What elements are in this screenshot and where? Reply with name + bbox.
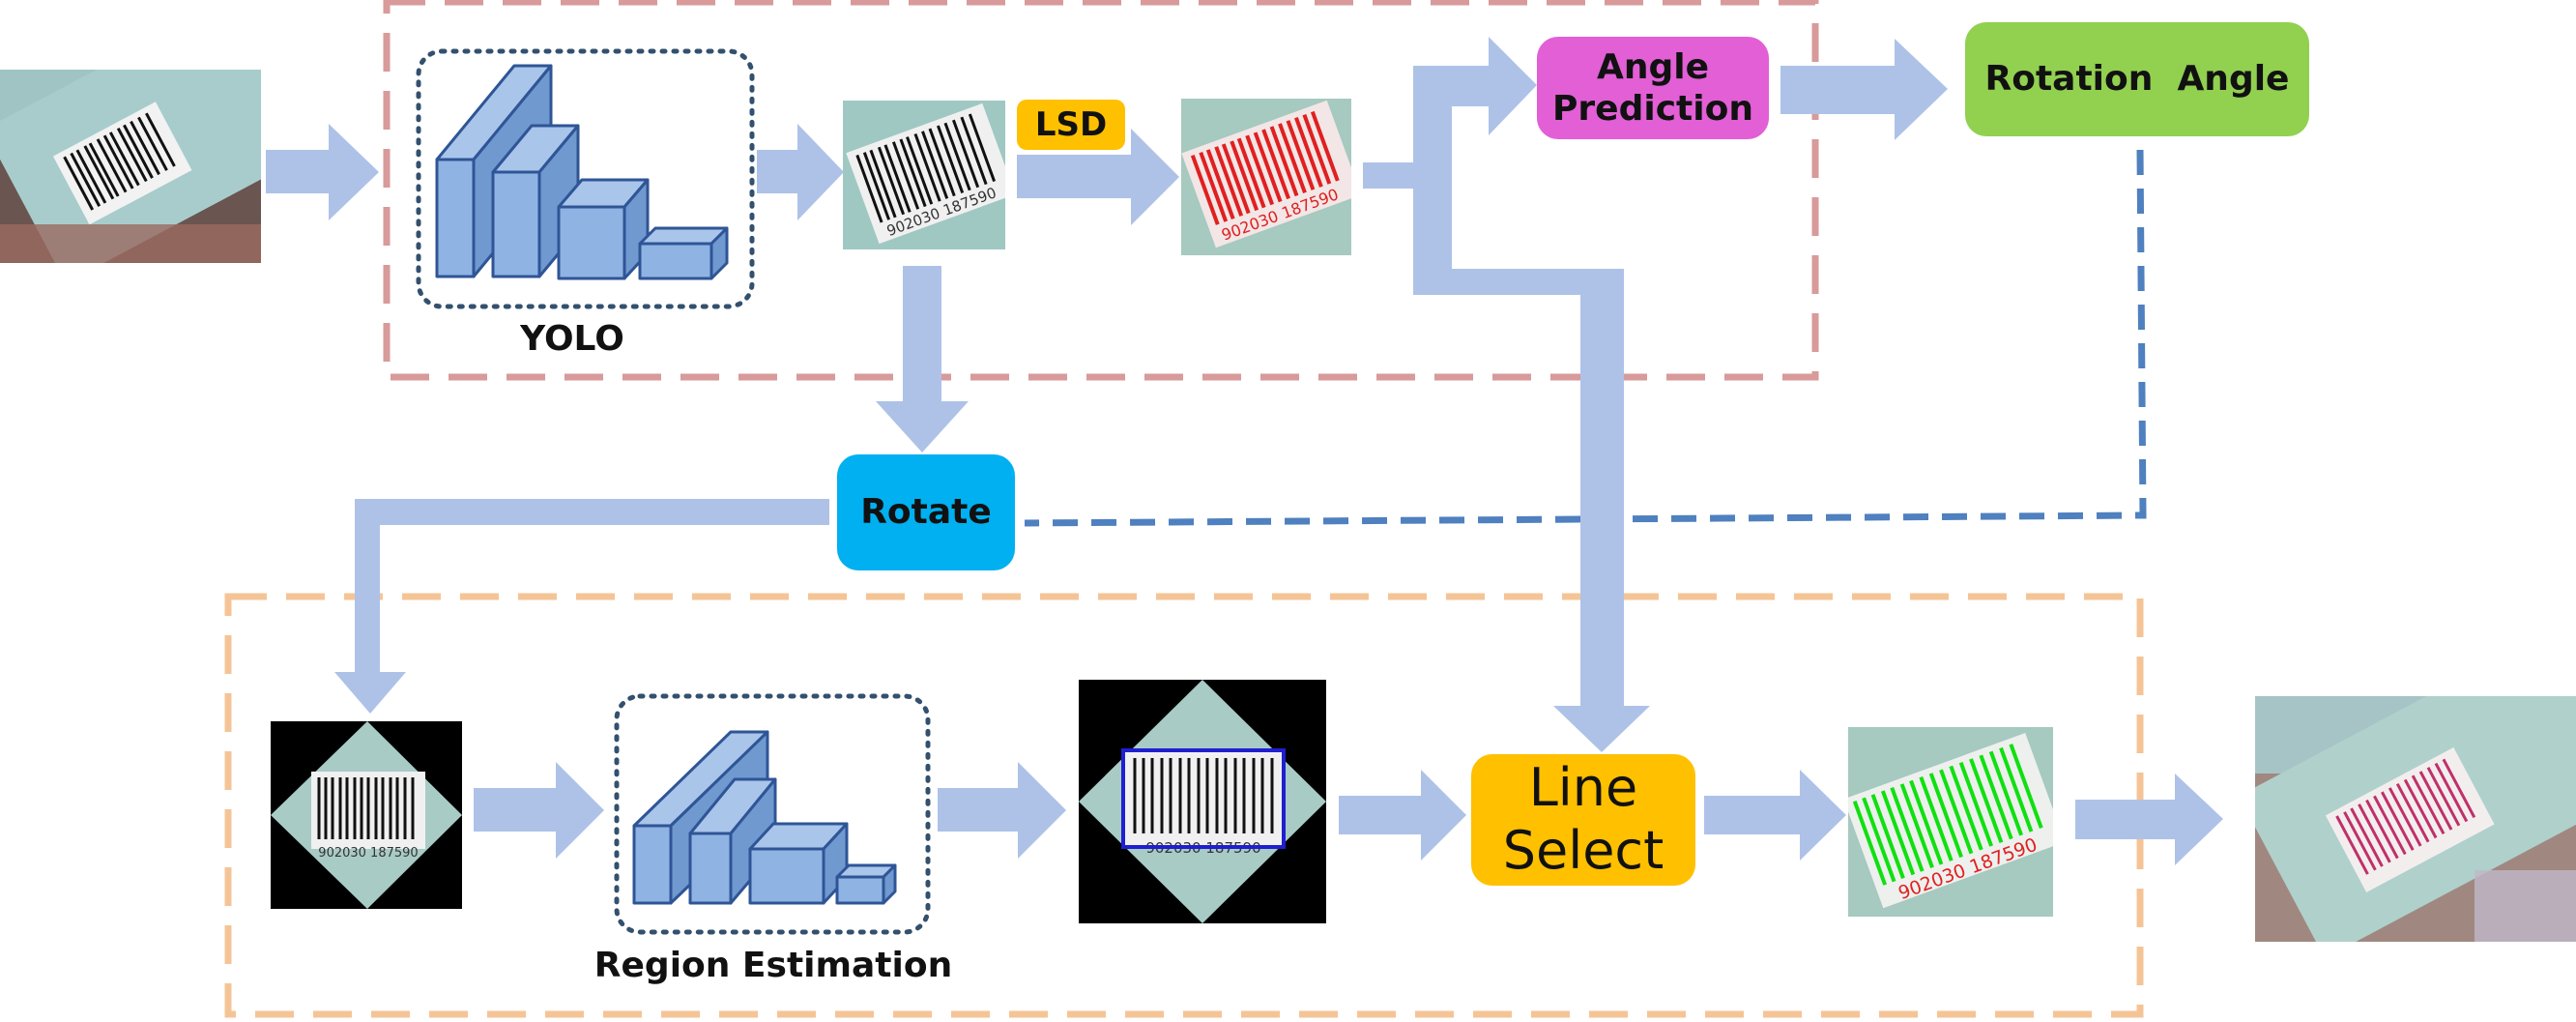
arrow-branch-to-lineselect xyxy=(1413,189,1650,752)
arrow-rotate-to-rotated xyxy=(334,499,829,714)
arrow-yolo-to-crop xyxy=(757,124,844,220)
region-estimate-image: 902030 187590 xyxy=(1079,680,1326,923)
input-image xyxy=(0,70,261,263)
rotate-box: Rotate xyxy=(837,454,1015,570)
lsd-lines-image: 902030 187590 xyxy=(1181,99,1351,255)
rotated-digits: 902030 187590 xyxy=(318,846,418,861)
arrow-crop-to-rotate xyxy=(876,266,969,453)
arrow-angle-to-rotation xyxy=(1780,39,1948,140)
region-estimation-label: Region Estimation xyxy=(593,946,953,985)
selected-lines-image: 902030 187590 xyxy=(1848,727,2053,917)
yolo-network-icon xyxy=(435,64,729,280)
arrow-region-to-box xyxy=(938,762,1066,859)
arrow-green-to-output xyxy=(2075,774,2223,865)
arrow-lines-branch xyxy=(1363,37,1537,189)
region-bounding-box xyxy=(1121,748,1286,849)
yolo-label: YOLO xyxy=(520,319,624,359)
yolo-network-frame xyxy=(416,48,755,309)
arrow-box-to-lineselect xyxy=(1339,770,1466,861)
region-network-icon xyxy=(632,730,897,905)
rotated-barcode-image: 902030 187590 xyxy=(271,721,462,909)
line-select-box: Line Select xyxy=(1471,754,1695,886)
detected-barcode-crop: 902030 187590 xyxy=(843,101,1005,249)
detection-stage-frame xyxy=(383,0,1819,381)
output-image xyxy=(2255,696,2576,942)
rotation-angle-link xyxy=(1024,149,2147,527)
region-network-frame xyxy=(614,693,931,935)
arrow-lineselect-to-green xyxy=(1704,770,1846,861)
rotation-angle-box: Rotation Angle xyxy=(1965,22,2309,136)
flow-arrows xyxy=(266,37,2223,865)
angle-prediction-box: Angle Prediction xyxy=(1537,37,1769,139)
lsd-box: LSD xyxy=(1017,100,1125,150)
arrow-input-to-yolo xyxy=(266,124,379,220)
arrow-crop-to-lines xyxy=(1017,129,1179,225)
arrow-rotated-to-region xyxy=(474,762,604,859)
